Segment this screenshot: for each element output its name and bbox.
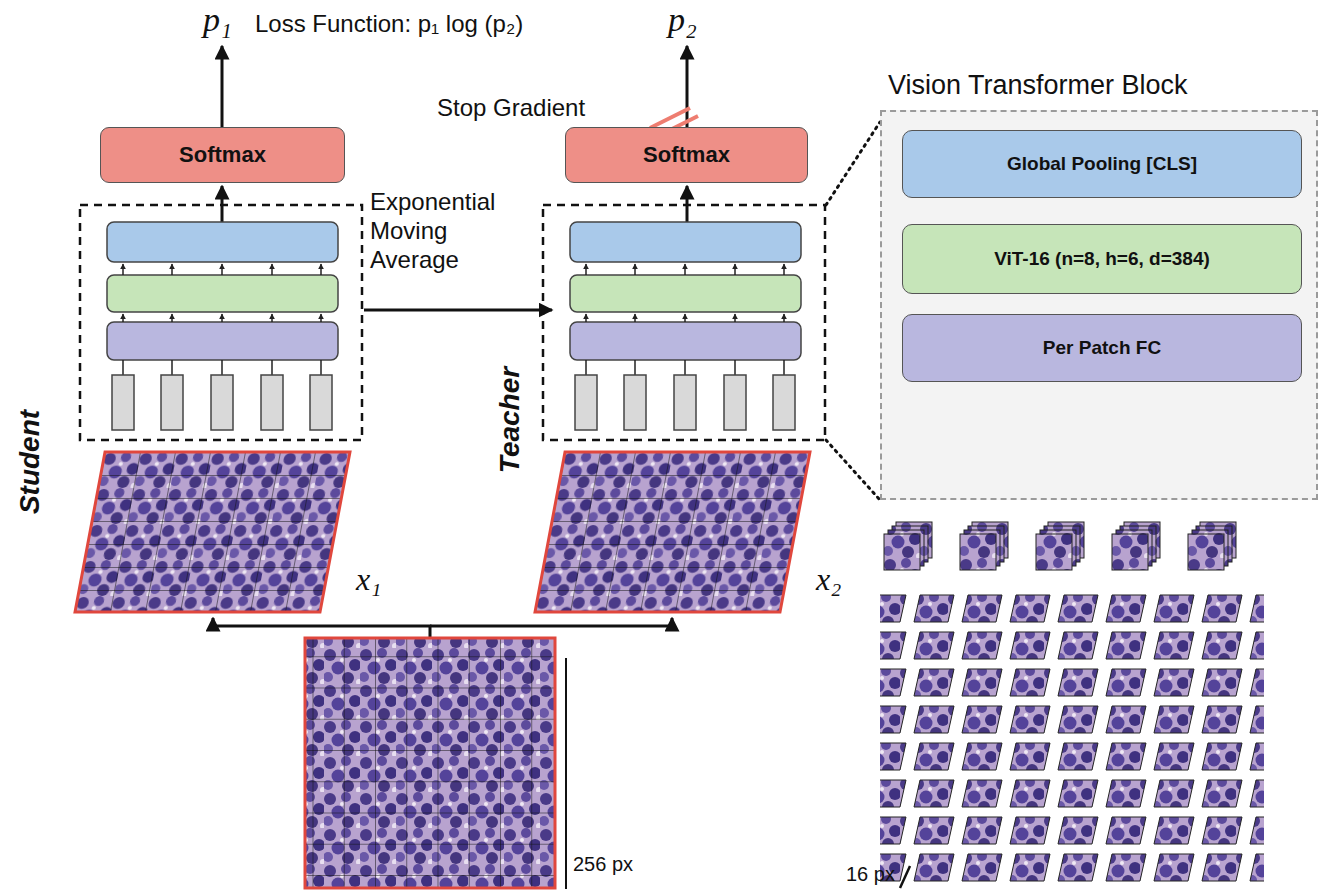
patch-fc-box: Per Patch FC [902, 314, 1302, 382]
stop-gradient-label: Stop Gradient [437, 94, 585, 123]
pooling-box: Global Pooling [CLS] [902, 130, 1302, 198]
softmax-box: Softmax [100, 127, 345, 183]
node-label: Softmax [643, 142, 730, 168]
panel-heading: Vision Transformer Block [888, 70, 1188, 101]
node-label: Global Pooling [CLS] [1007, 153, 1197, 175]
student-label: Student [13, 410, 47, 514]
node-label: Softmax [179, 142, 266, 168]
softmax-box: Softmax [565, 127, 808, 183]
transformer-box: ViT-16 (n=8, h=6, d=384) [902, 224, 1302, 294]
vit-panel: Vision Transformer BlockGlobal Pooling [… [880, 110, 1318, 500]
image-symbol: x₁ [356, 560, 381, 598]
teacher-label: Teacher [493, 367, 527, 473]
image-symbol: x₂ [816, 560, 841, 598]
dimension-label: 16 px [846, 862, 895, 886]
node-label: ViT-16 (n=8, h=6, d=384) [994, 248, 1210, 270]
ema-label: Exponential Moving Average [370, 188, 540, 274]
loss-label: Loss Function: p₁ log (p₂) [255, 10, 523, 39]
dimension-label: 256 px [573, 852, 633, 876]
node-label: Per Patch FC [1043, 337, 1161, 359]
output-symbol: p₂ [668, 0, 697, 41]
output-symbol: p₁ [203, 0, 232, 41]
